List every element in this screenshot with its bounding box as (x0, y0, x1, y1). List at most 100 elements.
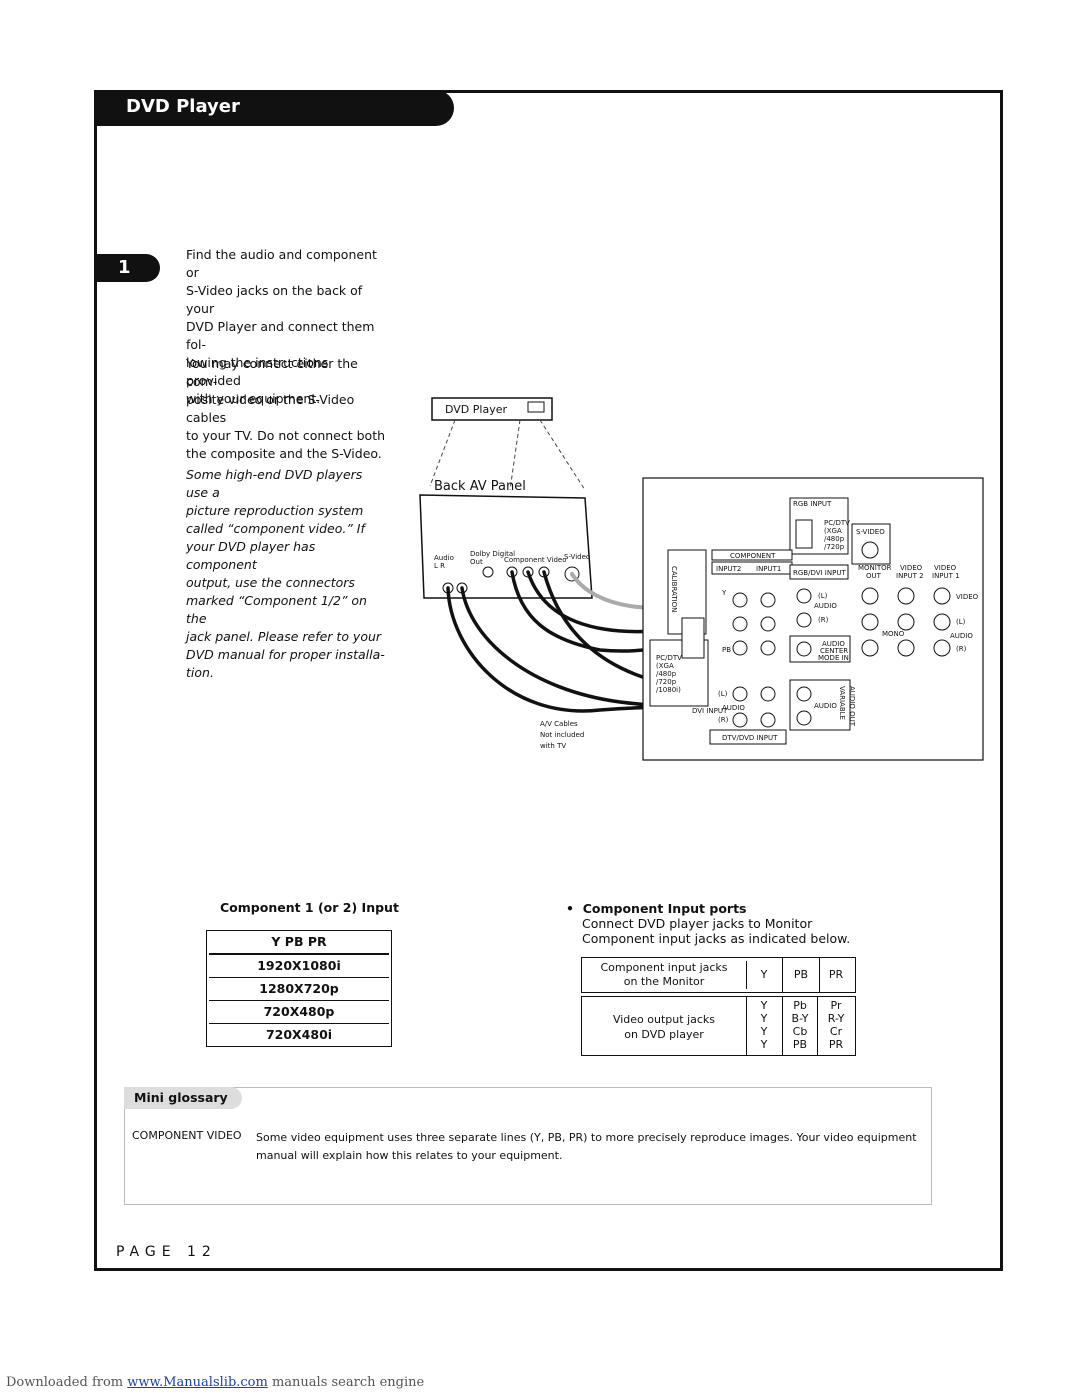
resolution-header: Y PB PR (209, 931, 389, 955)
mini-glossary-box (124, 1087, 932, 1205)
step-note: You may connect either the com- posite v… (186, 355, 386, 463)
resolution-row: 720X480i (265, 1027, 333, 1042)
tv-label-dvi-input: DVI INPUT (692, 707, 728, 715)
tv-label-video-jack: VIDEO (956, 593, 979, 601)
tv-label-rgb-input: RGB INPUT (793, 500, 832, 508)
tv-label-input-2: INPUT 2 (896, 572, 924, 580)
tv-label-input2: INPUT2 (716, 565, 741, 573)
table-col: Y (760, 968, 768, 981)
tv-label: /720p (656, 678, 677, 686)
resolution-row: 720X480p (209, 1001, 389, 1024)
glossary-term: COMPONENT VIDEO (132, 1129, 242, 1142)
table-cell: Pb (793, 999, 807, 1012)
note-line: the composite and the S-Video. (186, 446, 382, 461)
table-label: Video output jacks (612, 1013, 716, 1026)
jack-label-audio: Audio (434, 554, 454, 562)
back-av-panel-label: Back AV Panel (434, 479, 526, 494)
instruction-line: with your equipment. (186, 391, 321, 406)
tv-label-monitor: MONITOR (858, 564, 892, 572)
table-cell: Y (760, 1038, 768, 1051)
tv-label-mono: MONO (882, 630, 905, 638)
jack-label-component: Component Video (504, 556, 566, 564)
table-cell: PB (792, 1038, 808, 1051)
table-cell: Y (760, 1025, 768, 1038)
tv-label-r: (R) (956, 645, 967, 653)
tv-label-audio: AUDIO (950, 632, 973, 640)
manualslib-link[interactable]: www.Manualslib.com (127, 1375, 268, 1390)
instruction-line: lowing the instructions provided (186, 355, 329, 388)
note-line: to your TV. Do not connect both (186, 428, 386, 443)
tv-label-video: VIDEO (934, 564, 957, 572)
step-instructions: Find the audio and component or S-Video … (186, 246, 386, 408)
tip-line: DVD manual for proper installa- (186, 647, 385, 662)
table-cell: Cr (829, 1025, 843, 1038)
tv-label: PC/DTV (824, 519, 850, 527)
tv-label: /1080i) (656, 686, 681, 694)
tip-line: tion. (186, 665, 214, 680)
tv-label-y: Y (721, 589, 727, 597)
tv-label-dtv-dvd-input: DTV/DVD INPUT (722, 734, 778, 742)
tv-label-video: VIDEO (900, 564, 923, 572)
tv-label: AUDIO (822, 640, 845, 648)
table-cell: Y (760, 999, 768, 1012)
tv-label-r: (R) (718, 716, 729, 724)
footer-prefix: Downloaded from (6, 1375, 128, 1390)
note-line: You may connect either the com- (186, 356, 358, 389)
dvd-player-illustration: DVD Player (429, 397, 586, 491)
tv-label-s-video: S-VIDEO (856, 528, 885, 536)
ports-heading: Component Input ports (582, 901, 747, 916)
table-cell: Y (760, 1012, 768, 1025)
tv-label-audio: AUDIO (814, 602, 837, 610)
jack-label-dolby: Dolby Digital (470, 550, 515, 558)
tv-label-calibration: CALIBRATION (670, 566, 678, 612)
tv-label-audio: AUDIO (722, 704, 745, 712)
glossary-definition: Some video equipment uses three separate… (256, 1131, 917, 1162)
table-col: PB (782, 958, 820, 992)
jack-label-lr: L R (434, 562, 445, 570)
table-cell: Cb (792, 1025, 808, 1038)
tv-label-input-1: INPUT 1 (932, 572, 960, 580)
tv-label-audio-out: AUDIO OUT (848, 686, 856, 727)
tv-label: (XGA (656, 662, 674, 670)
connection-diagram: DVD Player Back AV Panel Audio L R Dolby… (419, 397, 984, 761)
jack-label-svideo: S-Video (564, 553, 590, 561)
jack-label-out: Out (470, 558, 483, 566)
component-ports-section: • Component Input ports Connect DVD play… (566, 901, 850, 946)
tip-line: marked “Component 1/2” on the (186, 593, 367, 626)
instruction-line: DVD Player and connect them fol- (186, 319, 375, 352)
tip-line: output, use the connectors (186, 575, 355, 590)
mini-glossary-title: Mini glossary (134, 1090, 228, 1105)
step-number: 1 (118, 257, 131, 278)
table-cell: B-Y (791, 1012, 809, 1025)
tv-label-component: COMPONENT (730, 552, 776, 560)
instruction-line: Find the audio and component or (186, 247, 377, 280)
download-footer: Downloaded from www.Manualslib.com manua… (6, 1375, 424, 1390)
resolution-row: 1280X720p (209, 978, 389, 1001)
table-cell: R-Y (827, 1012, 845, 1025)
note-line: posite video or the S-Video cables (186, 392, 355, 425)
tv-label-input1: INPUT1 (756, 565, 781, 573)
page-title-tab: DVD Player (94, 90, 454, 126)
ports-line: Component input jacks as indicated below… (582, 931, 851, 946)
page-title: DVD Player (126, 96, 240, 117)
cables-note-line: A/V Cables (540, 720, 578, 728)
table-label: on DVD player (624, 1028, 704, 1041)
dvd-player-label: DVD Player (445, 403, 507, 416)
tv-label-l: (L) (718, 690, 728, 698)
tv-label-r: (R) (818, 616, 829, 624)
instruction-line: S-Video jacks on the back of your (186, 283, 363, 316)
tv-label: /720p (824, 543, 845, 551)
step-number-tab: 1 (94, 254, 160, 282)
tip-line: jack panel. Please refer to your (186, 629, 382, 644)
back-av-panel-illustration: Audio L R Dolby Digital Out Component Vi… (419, 494, 593, 599)
cables-note-line: with TV (540, 742, 566, 750)
table-cell: Pr (830, 999, 842, 1012)
tip-line: Some high-end DVD players use a (186, 467, 363, 500)
mini-glossary-tab: Mini glossary (124, 1087, 242, 1109)
tip-line: picture reproduction system (186, 503, 364, 518)
cables-note-line: Not included (540, 731, 584, 739)
tv-label-out: OUT (866, 572, 882, 580)
dvd-jacks-table: Video output jacks on DVD player Y Y Y Y… (581, 996, 856, 1056)
tv-label: CENTER (820, 647, 848, 655)
tv-label: /480p (656, 670, 677, 678)
